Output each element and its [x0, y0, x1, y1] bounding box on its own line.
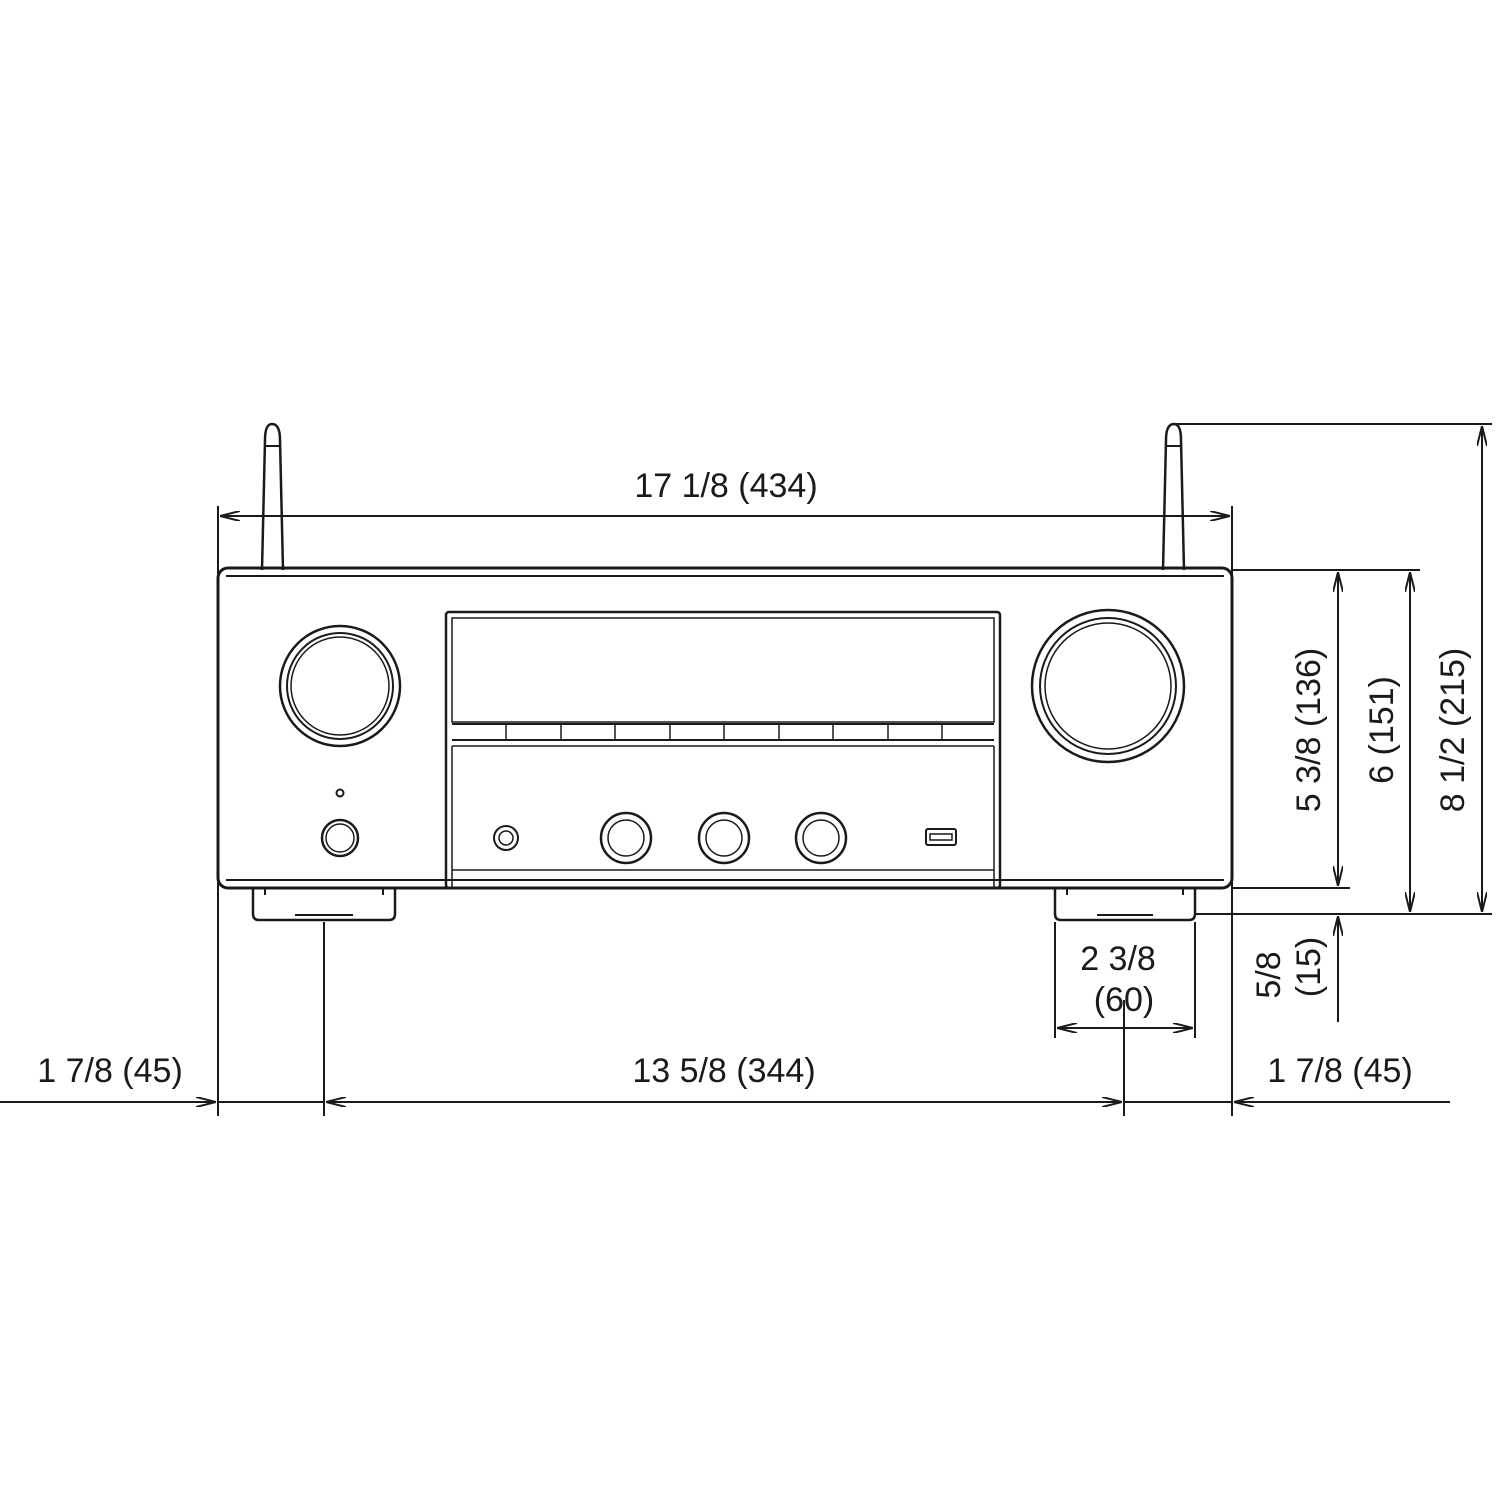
height-with-feet-label: 6 (151)	[1363, 676, 1401, 784]
small-knob-2	[697, 811, 751, 865]
power-indicator-icon	[335, 788, 345, 798]
usb-port-icon	[925, 828, 957, 846]
antenna-left	[260, 422, 285, 571]
headphone-jack-icon	[493, 825, 519, 851]
overall-width-label: 17 1/8 (434)	[634, 467, 817, 505]
antenna-right	[1161, 422, 1186, 571]
foot-right	[1053, 888, 1197, 922]
right-offset-label: 1 7/8 (45)	[1267, 1052, 1413, 1090]
body-height-label: 5 3/8 (136)	[1290, 648, 1328, 812]
display-panel	[444, 610, 1002, 890]
left-offset-label: 1 7/8 (45)	[37, 1052, 183, 1090]
overall-height-label: 8 1/2 (215)	[1434, 648, 1472, 812]
foot-width-label-line1: 2 3/8	[1080, 940, 1156, 978]
volume-knob	[1030, 608, 1186, 764]
dimension-labels: 17 1/8 (434) 13 5/8 (344) 1 7/8 (45) 1 7…	[37, 467, 1472, 1090]
foot-height-label-line1: 5/8	[1250, 951, 1288, 998]
small-knob-1	[599, 811, 653, 865]
small-knob-3	[794, 811, 848, 865]
foot-width-label-line2: (60)	[1094, 981, 1154, 1019]
foot-left	[251, 888, 397, 922]
foot-height-label-line2: (15)	[1290, 937, 1328, 997]
dimension-lines	[0, 423, 1492, 1116]
power-button-icon	[320, 818, 360, 858]
input-selector-knob	[278, 624, 402, 748]
foot-span-label: 13 5/8 (344)	[632, 1052, 815, 1090]
